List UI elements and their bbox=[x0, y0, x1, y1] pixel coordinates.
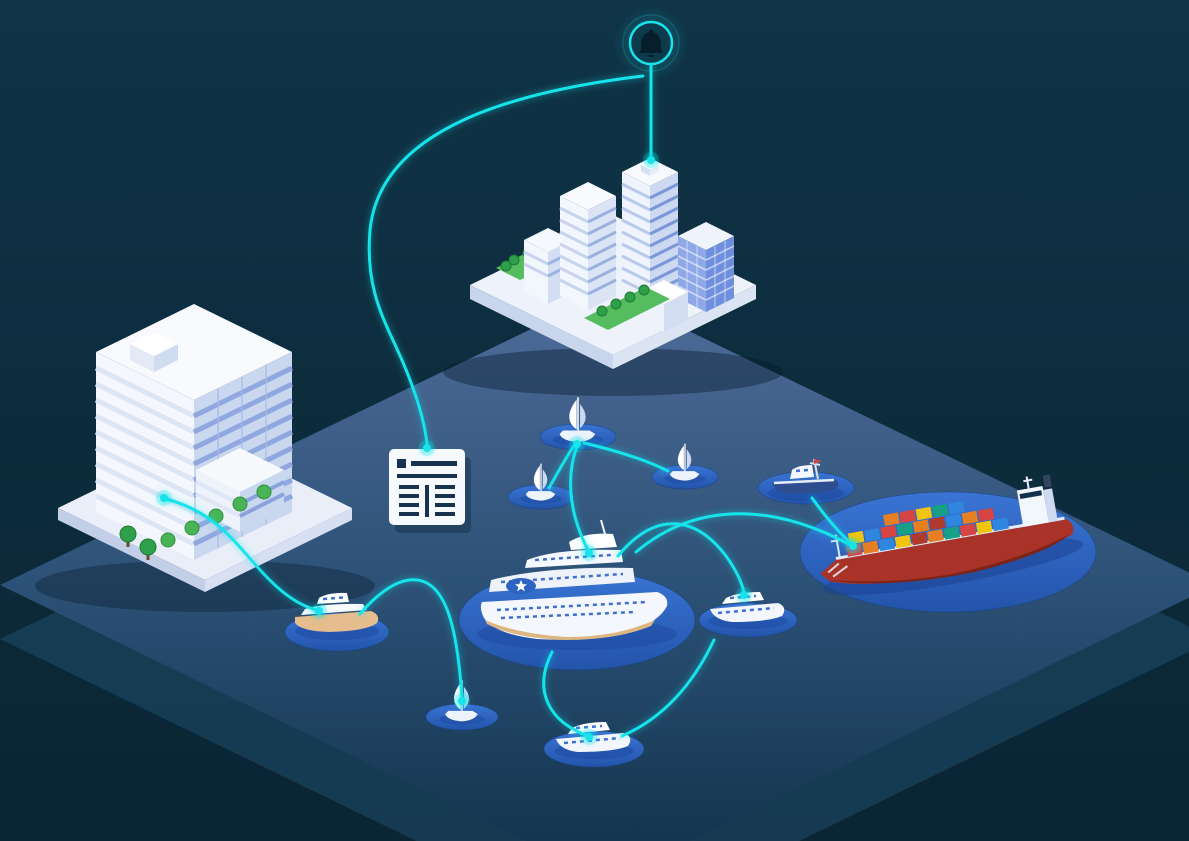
document-line bbox=[435, 494, 455, 498]
fleet bbox=[284, 397, 1097, 768]
office-base-side-left bbox=[58, 508, 205, 592]
document-rule bbox=[397, 474, 457, 478]
alert-bell-icon bbox=[613, 5, 689, 81]
window-stripes bbox=[94, 365, 196, 547]
hedge-bush bbox=[232, 496, 248, 512]
link-yacht-sailboat-south bbox=[358, 578, 464, 700]
bridge-superstructure bbox=[1016, 474, 1058, 527]
window-stripes bbox=[523, 250, 549, 278]
hedge-bush bbox=[184, 520, 200, 536]
connection-dot bbox=[643, 152, 659, 168]
connection-dot bbox=[419, 440, 435, 456]
bridge-mast bbox=[1023, 476, 1033, 489]
hedge-bush bbox=[256, 484, 272, 500]
connector-lines bbox=[164, 64, 855, 738]
link-sailboat-west-north bbox=[547, 445, 575, 490]
window-stripes bbox=[621, 182, 651, 296]
connection-dot bbox=[581, 545, 597, 561]
tower-left bbox=[559, 182, 617, 310]
rooftop-unit-side bbox=[650, 165, 659, 176]
hq-platform-side-left bbox=[470, 285, 613, 369]
tree bbox=[119, 525, 137, 543]
building-shadow bbox=[443, 348, 783, 396]
connection-dot bbox=[736, 587, 752, 603]
document-bullet bbox=[397, 459, 406, 468]
connection-dot bbox=[569, 436, 585, 452]
document-divider bbox=[425, 485, 429, 517]
bridge-windows bbox=[1019, 490, 1043, 500]
connection-dot bbox=[845, 538, 861, 554]
office-base-side-right bbox=[205, 508, 352, 592]
manifest-document-icon bbox=[389, 449, 471, 533]
connection-dot bbox=[581, 729, 597, 745]
lawn-south bbox=[584, 284, 670, 330]
link-bell-document bbox=[367, 74, 645, 446]
penthouse bbox=[130, 332, 178, 372]
link-cruise-ferry bbox=[616, 522, 746, 595]
bell-pulse-ring bbox=[622, 14, 680, 72]
connection-dot bbox=[454, 693, 470, 709]
window-stripes bbox=[195, 480, 241, 518]
connection-dot bbox=[311, 603, 327, 619]
cruise-ship-node bbox=[458, 519, 696, 671]
office-building bbox=[35, 304, 375, 612]
window-stripes bbox=[559, 206, 589, 296]
office-greenery bbox=[119, 484, 272, 560]
glass-mullions bbox=[686, 241, 726, 308]
bow-stripes bbox=[827, 562, 849, 578]
document-line bbox=[435, 503, 455, 507]
document-line bbox=[399, 494, 419, 498]
document-line bbox=[399, 512, 419, 516]
mast bbox=[600, 519, 606, 535]
link-sailboat-north-cruise bbox=[569, 444, 591, 554]
rooftop-unit-side bbox=[641, 165, 650, 176]
container-ship bbox=[820, 474, 1084, 596]
hull-windows bbox=[500, 610, 636, 620]
headquarters-building bbox=[443, 158, 783, 396]
fishing-boat bbox=[768, 458, 844, 501]
tower-main bbox=[621, 158, 679, 302]
helipad-star bbox=[515, 580, 527, 592]
link-water-taxi-ferry bbox=[620, 638, 716, 738]
container-ship-node bbox=[799, 474, 1097, 613]
funnel bbox=[1042, 474, 1052, 488]
link-cruise-water-taxi bbox=[542, 650, 590, 738]
link-sailboat-north-east bbox=[582, 441, 670, 473]
document-line bbox=[399, 485, 419, 489]
window-stripes bbox=[587, 206, 617, 296]
document-line bbox=[435, 512, 455, 516]
bell-clapper bbox=[647, 55, 655, 57]
bell-glyph bbox=[639, 32, 663, 53]
document-line bbox=[435, 485, 455, 489]
office-annex bbox=[195, 448, 285, 532]
cruise-ship bbox=[477, 519, 677, 650]
hull-windows bbox=[496, 600, 648, 612]
document-line bbox=[399, 503, 419, 507]
tree bbox=[139, 538, 157, 556]
link-office-yacht bbox=[164, 497, 319, 612]
flag bbox=[814, 459, 822, 464]
platform-surface bbox=[0, 292, 1189, 841]
hq-platform-side-right bbox=[613, 285, 756, 369]
hedge-bush bbox=[160, 532, 176, 548]
connection-dot bbox=[156, 490, 172, 506]
fishing-boat-node bbox=[757, 458, 855, 505]
glass-grid bbox=[677, 245, 735, 301]
document-header-bar bbox=[411, 461, 457, 466]
link-cruise-container bbox=[634, 512, 854, 554]
sailboat-west-node bbox=[507, 463, 575, 510]
ferry-node bbox=[698, 590, 798, 638]
